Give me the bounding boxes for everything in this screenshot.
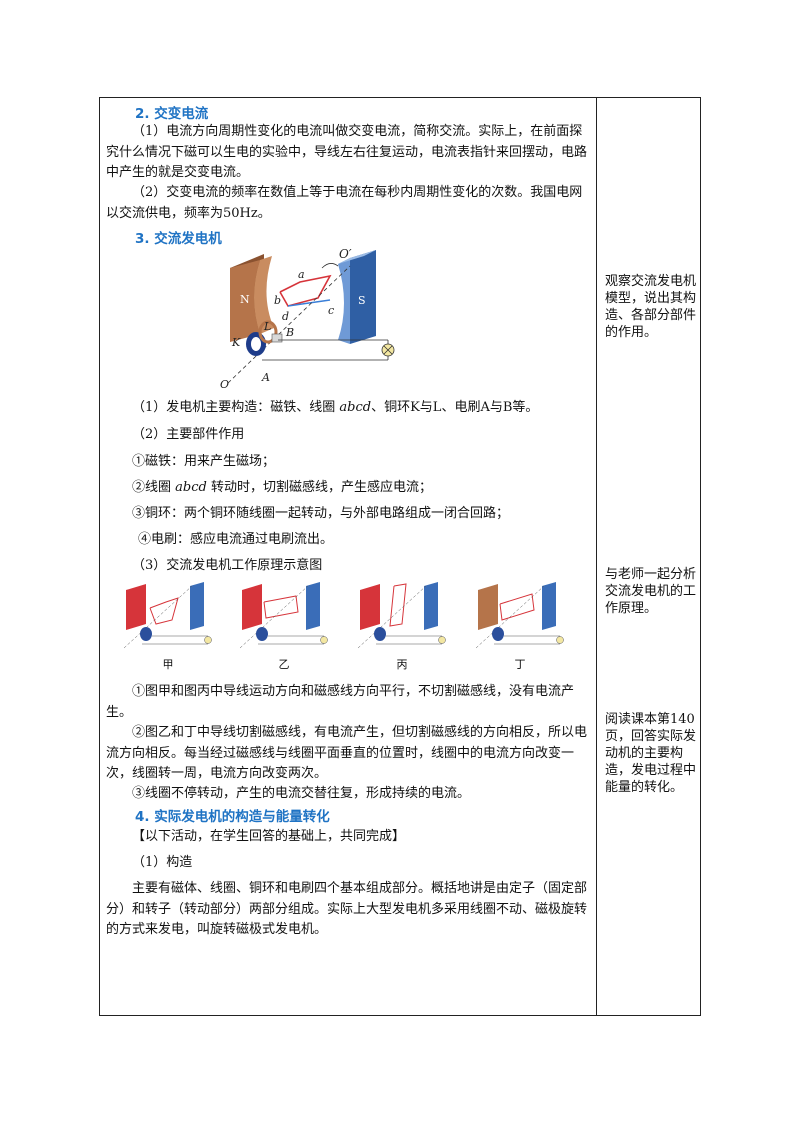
principle-diagram-ding xyxy=(475,582,564,649)
function-item-1: ①磁铁：用来产生磁场； xyxy=(132,454,276,469)
side-note-1: 观察交流发电机模型，说出其构造、各部分部件的作用。 xyxy=(605,274,697,340)
generator-diagram: O′ N S a b c d L B K O A xyxy=(220,248,395,391)
content-column: 2. 交变电流 （1）电流方向周期性变化的电流叫做交变电流，简称交流。实际上，在… xyxy=(100,98,596,1015)
caption-yi: 乙 xyxy=(278,658,290,671)
function-item-3: ③铜环：两个铜环随线圈一起转动，与外部电路组成一闭合回路； xyxy=(132,506,510,521)
caption-jia: 甲 xyxy=(162,658,174,671)
label-s: S xyxy=(358,294,366,307)
section-2-paragraph-2: （2）交变电流的频率在数值上等于电流在每秒内周期性变化的次数。我国电网以交流供电… xyxy=(106,185,583,221)
label-a-brush: A xyxy=(261,371,270,384)
construction-paragraph: 主要有磁体、线圈、铜环和电刷四个基本组成部分。概括地讲是由定子（固定部分）和转子… xyxy=(106,881,588,937)
label-k: K xyxy=(231,336,241,349)
column-divider xyxy=(596,98,597,1015)
section-3-heading: 3. 交流发电机 xyxy=(135,231,222,247)
caption-bing: 丙 xyxy=(396,658,408,671)
principle-explanation-3: ③线圈不停转动，产生的电流交替往复，形成持续的电流。 xyxy=(132,786,471,801)
caption-ding: 丁 xyxy=(514,658,526,671)
structure-line: （1）发电机主要构造：磁铁、线圈 abcd、铜环K与L、电刷A与B等。 xyxy=(132,400,539,415)
side-note-2: 与老师一起分析交流发电机的工作原理。 xyxy=(605,567,697,616)
label-d: d xyxy=(282,310,289,323)
principle-diagram-jia xyxy=(123,582,212,649)
label-c: c xyxy=(328,304,334,317)
construction-heading: （1）构造 xyxy=(132,855,193,870)
label-b-brush: B xyxy=(285,326,294,339)
label-b: b xyxy=(274,294,281,307)
lesson-table: 2. 交变电流 （1）电流方向周期性变化的电流叫做交变电流，简称交流。实际上，在… xyxy=(99,97,701,1016)
activity-note: 【以下活动，在学生回答的基础上，共同完成】 xyxy=(132,829,406,844)
label-o-prime: O′ xyxy=(339,248,352,261)
label-o: O xyxy=(220,378,229,391)
label-n: N xyxy=(240,293,250,306)
function-item-4: ④电刷：感应电流通过电刷流出。 xyxy=(138,532,334,547)
activity-column: 观察交流发电机模型，说出其构造、各部分部件的作用。 与老师一起分析交流发电机的工… xyxy=(597,98,701,1015)
principle-diagram-yi xyxy=(239,582,328,649)
section-4-heading: 4. 实际发电机的构造与能量转化 xyxy=(135,809,330,825)
principle-heading: （3）交流发电机工作原理示意图 xyxy=(132,558,323,573)
section-2-paragraph-1: （1）电流方向周期性变化的电流叫做交变电流，简称交流。实际上，在前面探究什么情况… xyxy=(106,124,588,180)
function-heading: （2）主要部件作用 xyxy=(132,427,245,442)
principle-explanation-1: ①图甲和图丙中导线运动方向和磁感线方向平行，不切割磁感线，没有电流产生。 xyxy=(106,684,575,720)
side-note-3: 阅读课本第140页，回答实际发动机的主要构造，发电过程中能量的转化。 xyxy=(605,712,697,795)
principle-diagram-bing xyxy=(357,582,446,649)
function-item-2: ②线圈 abcd 转动时，切割磁感线，产生感应电流； xyxy=(132,480,432,495)
principle-explanation-2: ②图乙和丁中导线切割磁感线，有电流产生，但切割磁感线的方向相反，所以电流方向相反… xyxy=(106,725,588,781)
label-l: L xyxy=(263,320,271,333)
section-2-heading: 2. 交变电流 xyxy=(135,106,209,122)
label-a: a xyxy=(298,268,305,281)
